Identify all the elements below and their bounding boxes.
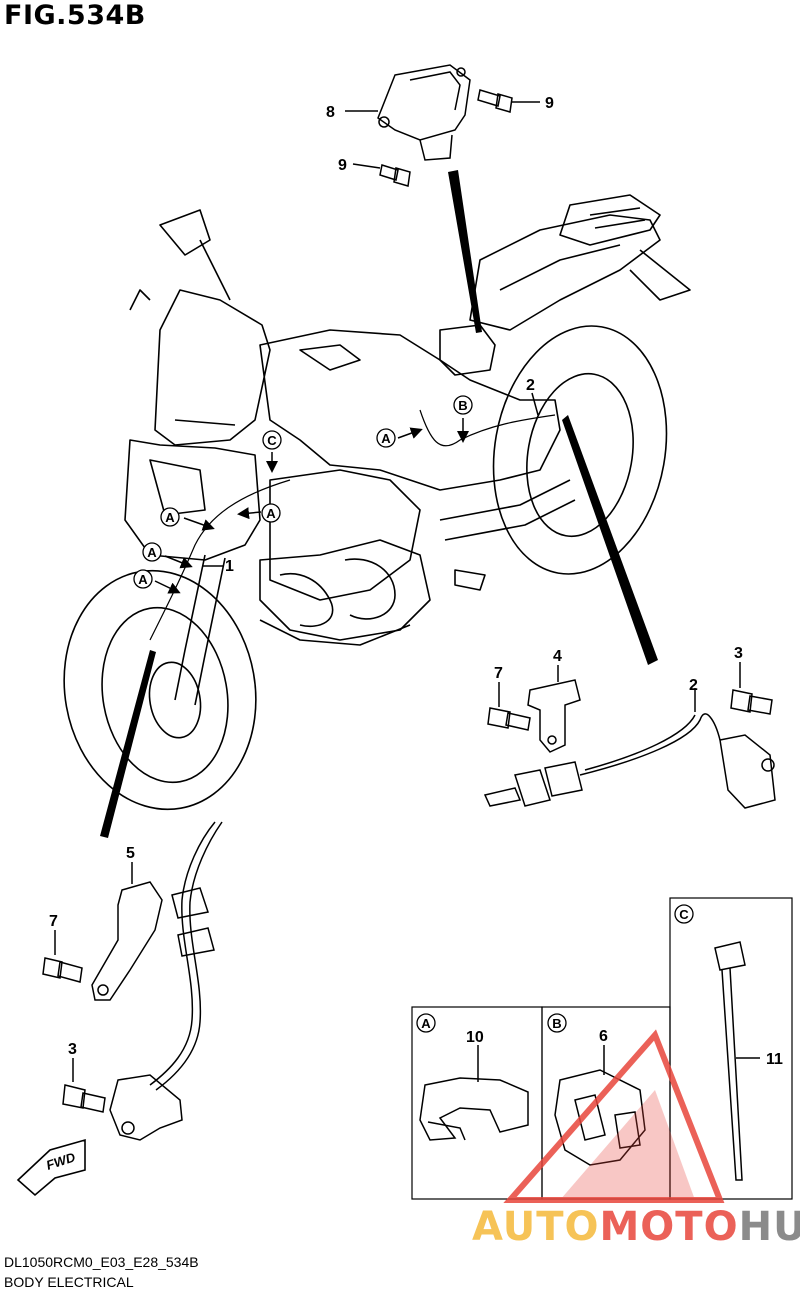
ref-a-4: A [266, 506, 276, 521]
watermark-part1: AUTO [472, 1204, 600, 1250]
fwd-label: FWD [44, 1149, 77, 1173]
watermark-logo: AUTOMOTOHUB [472, 1029, 800, 1250]
ref-b-bike: B [458, 398, 467, 413]
ref-a-inset: A [421, 1016, 431, 1031]
part-5-bracket [91, 862, 163, 1001]
watermark-part2: MOTO [600, 1204, 739, 1250]
part-9-bolt-upper [477, 89, 540, 113]
svg-text:AUTOMOTOHUB: AUTOMOTOHUB [472, 1204, 800, 1250]
part-2-rear-sensor [483, 688, 776, 809]
reference-circles [133, 395, 694, 1033]
section-name: BODY ELECTRICAL [4, 1274, 134, 1290]
motorcycle-illustration [63, 194, 691, 811]
ref-a-1: A [165, 510, 175, 525]
fwd-arrow-icon: FWD [16, 1138, 86, 1197]
ref-c-inset: C [679, 907, 689, 922]
reference-letters: A A A A A B C A B C [138, 398, 689, 1031]
ref-a-2: A [147, 545, 157, 560]
reference-arrows [154, 392, 539, 594]
ref-c-bike: C [267, 433, 277, 448]
callout-5: 5 [126, 845, 135, 862]
part-3-bolt-front [62, 1058, 106, 1113]
callout-2: 2 [689, 677, 698, 694]
callout-2-bike: 2 [526, 377, 535, 394]
callout-4: 4 [553, 648, 562, 665]
part-5-front-sensor-cable [109, 821, 223, 1141]
callout-9-upper: 9 [545, 95, 554, 112]
part-4-bracket [527, 665, 581, 753]
ref-a-5: A [381, 431, 391, 446]
figure-title: FIG.534B [4, 0, 146, 31]
callout-8: 8 [326, 104, 335, 121]
callout-3-front: 3 [68, 1041, 77, 1058]
part-3-bolt-rear [730, 662, 773, 715]
part-9-bolt-lower [352, 163, 411, 187]
leader-wedges [100, 170, 658, 838]
callout-11: 11 [766, 1051, 783, 1068]
part-11-cable-tie [714, 941, 760, 1181]
callout-7-rear: 7 [494, 665, 503, 682]
part-callouts: 1 2 2 3 3 4 5 6 7 7 8 9 9 10 11 [49, 95, 783, 1068]
figure-code: DL1050RCM0_E03_E28_534B [4, 1254, 199, 1270]
callout-1: 1 [225, 558, 234, 575]
part-6-clamp [554, 1045, 646, 1166]
part-10-clamp [419, 1045, 529, 1141]
ref-a-3: A [138, 572, 148, 587]
callout-3-rear: 3 [734, 645, 743, 662]
part-7-bolt-rear [487, 682, 531, 731]
callout-10: 10 [466, 1029, 484, 1046]
callout-9-lower: 9 [338, 157, 347, 174]
part-7-bolt-front [42, 930, 83, 983]
callout-6: 6 [599, 1028, 608, 1045]
ref-b-inset: B [552, 1016, 561, 1031]
watermark-part3: HUB [739, 1204, 800, 1250]
callout-7-front: 7 [49, 913, 58, 930]
part-8-abs-unit [345, 64, 471, 161]
